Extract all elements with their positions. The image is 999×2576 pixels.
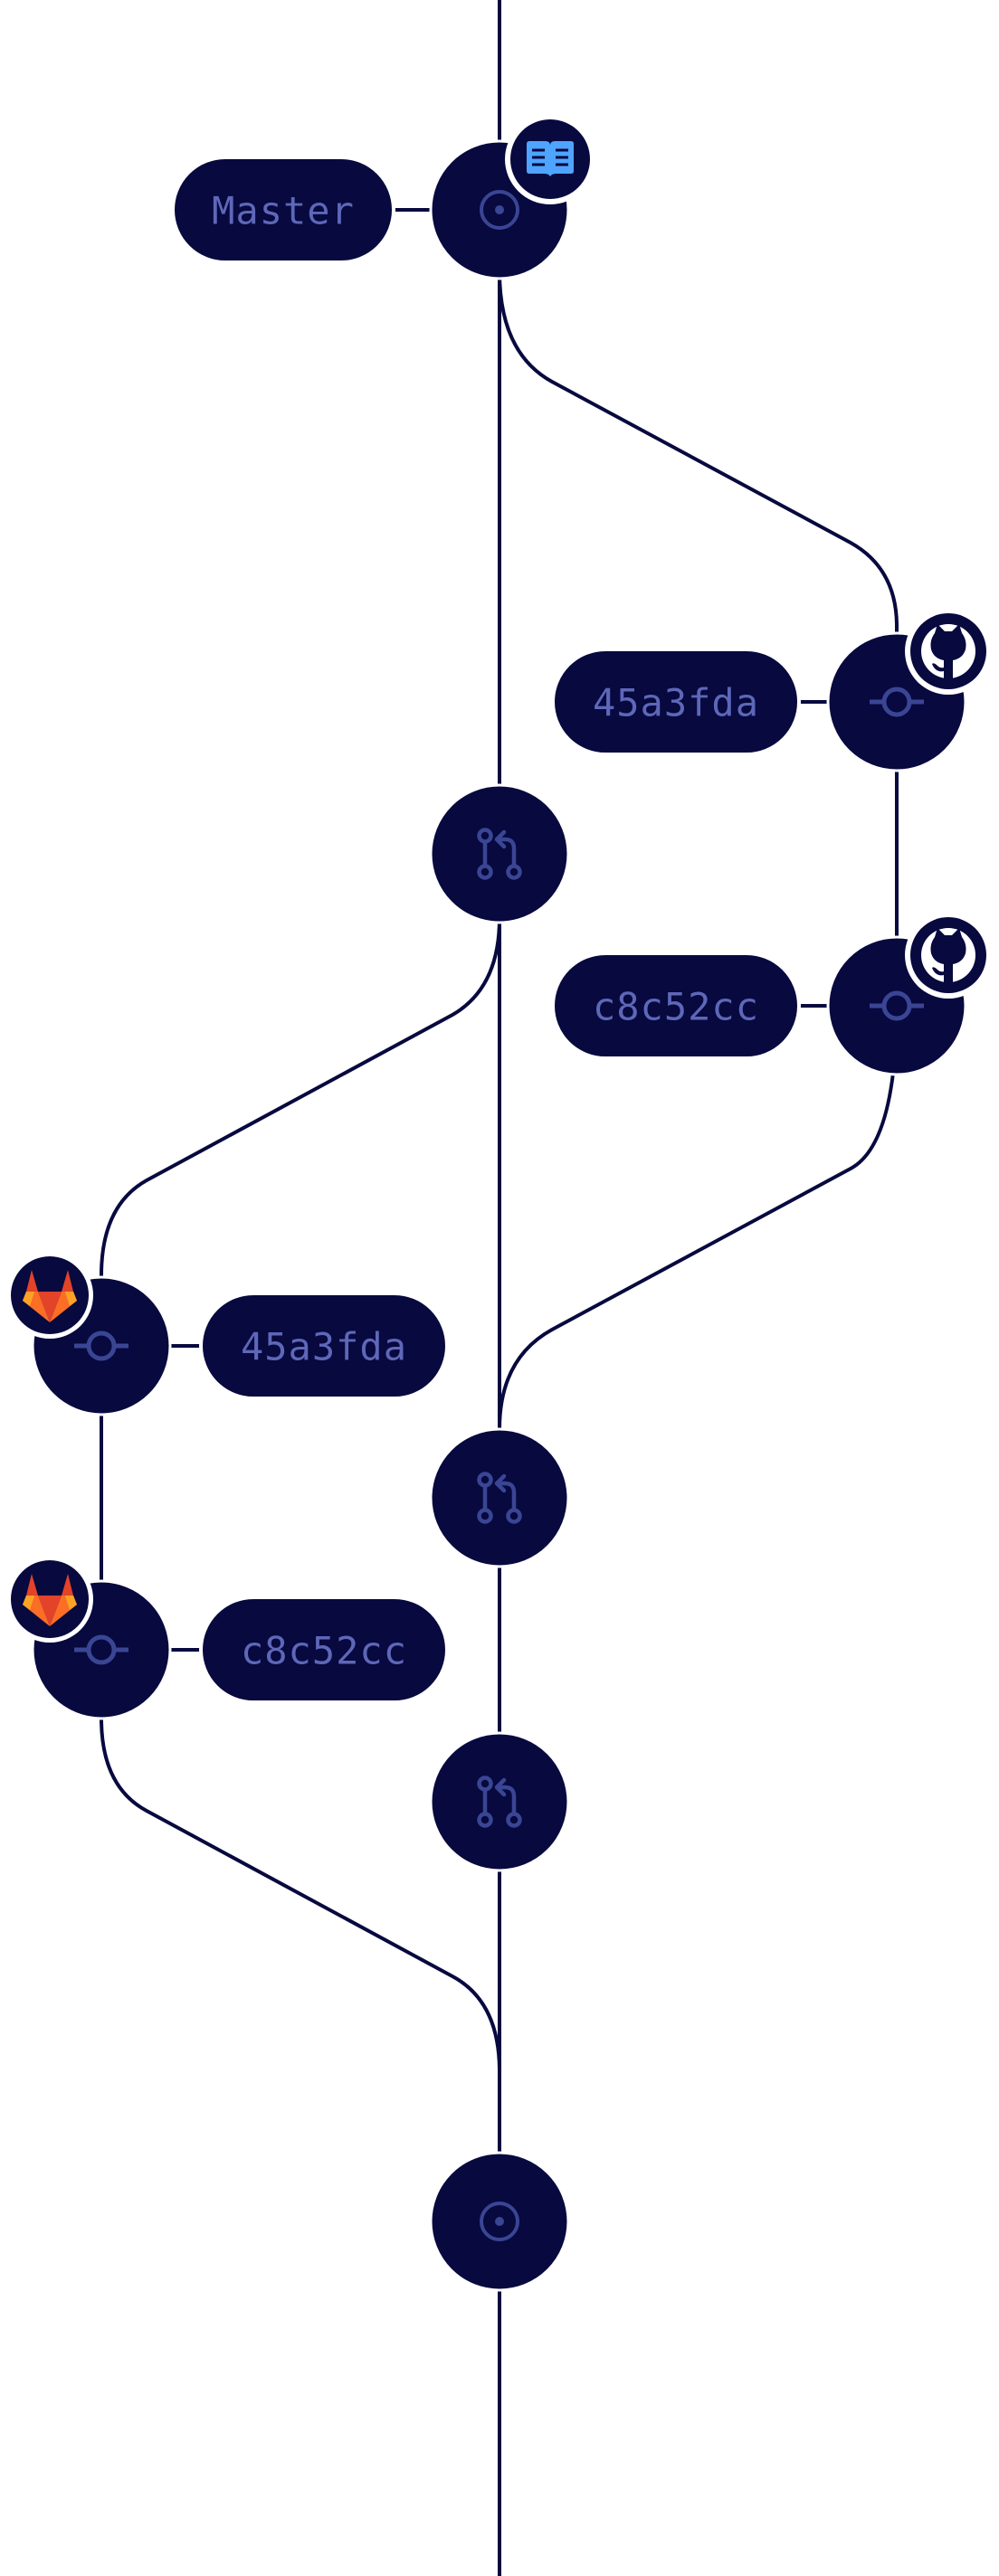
merge-node-1 [429, 783, 570, 924]
master-label: Master [171, 156, 395, 264]
github-commit-hash-1: 45a3fda [593, 681, 759, 725]
gitlab-commit-hash-1: 45a3fda [241, 1325, 407, 1369]
master-label-text: Master [212, 189, 355, 233]
gitlab-commit-label-1: 45a3fda [199, 1292, 449, 1400]
gitlab-branch-line [100, 917, 501, 2072]
master-end-node [429, 2151, 570, 2292]
github-icon [905, 912, 992, 999]
merge-node-2 [429, 1427, 570, 1568]
gitlab-commit-label-2: c8c52cc [199, 1596, 449, 1704]
github-icon [905, 608, 992, 695]
book-icon [503, 112, 597, 206]
github-commit-label-1: 45a3fda [551, 648, 801, 756]
github-commit-label-2: c8c52cc [551, 952, 801, 1060]
merge-node-3 [429, 1731, 570, 1872]
github-commit-hash-2: c8c52cc [593, 985, 759, 1029]
gitlab-icon [6, 1252, 93, 1339]
gitlab-icon [6, 1556, 93, 1643]
gitlab-commit-hash-2: c8c52cc [241, 1629, 407, 1673]
